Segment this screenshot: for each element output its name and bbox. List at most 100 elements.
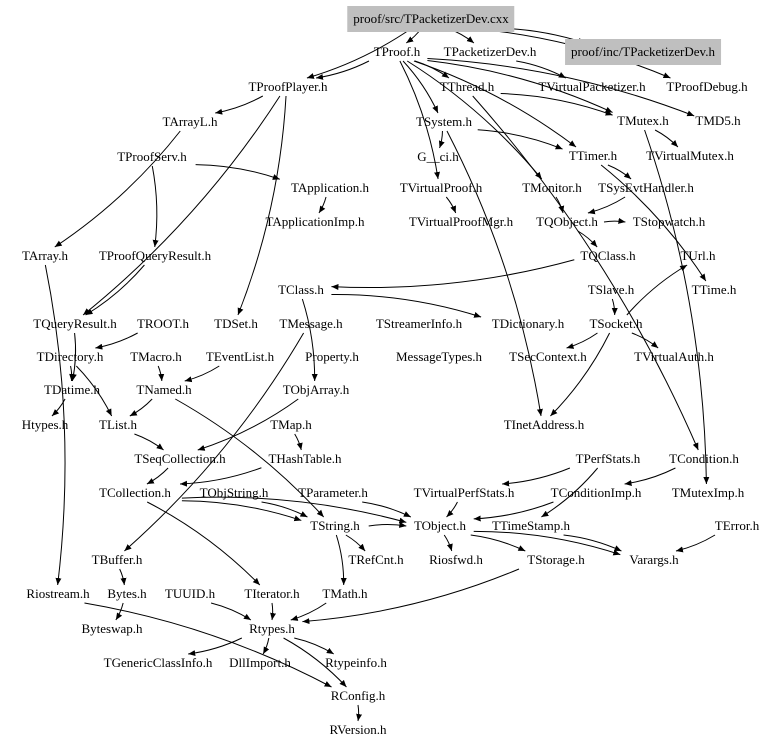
- graph-node[interactable]: TEventList.h: [205, 349, 275, 364]
- graph-node[interactable]: TQClass.h: [580, 248, 636, 263]
- graph-node[interactable]: TMessage.h: [279, 316, 343, 331]
- graph-node[interactable]: TStreamerInfo.h: [375, 316, 463, 331]
- graph-node[interactable]: TSystem.h: [416, 114, 472, 129]
- dependency-edge: [402, 60, 439, 114]
- graph-node[interactable]: TStopwatch.h: [632, 214, 706, 229]
- graph-node[interactable]: TMutex.h: [617, 113, 669, 128]
- graph-node[interactable]: TString.h: [310, 518, 360, 533]
- graph-node[interactable]: TTimer.h: [568, 148, 618, 163]
- graph-node[interactable]: TVirtualProof.h: [399, 180, 483, 195]
- dependency-edge: [356, 704, 363, 722]
- graph-node[interactable]: TVirtualPerfStats.h: [413, 485, 515, 500]
- graph-node[interactable]: TROOT.h: [136, 316, 190, 331]
- dependency-edge: [301, 298, 318, 382]
- graph-node[interactable]: TSlave.h: [587, 282, 635, 297]
- dependency-edge: [85, 264, 145, 316]
- graph-node[interactable]: G__ci.h: [417, 149, 459, 164]
- graph-node[interactable]: TObjArray.h: [282, 382, 350, 397]
- graph-node[interactable]: TProof.h: [373, 44, 421, 59]
- dependency-edge: [181, 500, 302, 522]
- graph-node[interactable]: TVirtualAuth.h: [634, 349, 714, 364]
- dependency-edge: [626, 264, 688, 316]
- graph-node[interactable]: MessageTypes.h: [395, 349, 483, 364]
- graph-node[interactable]: TMD5.h: [695, 113, 741, 128]
- graph-node[interactable]: TCondition.h: [669, 451, 739, 466]
- graph-node[interactable]: DllImport.h: [229, 655, 291, 670]
- dependency-edge: [129, 398, 153, 417]
- graph-node[interactable]: TSysEvtHandler.h: [598, 180, 694, 195]
- graph-node[interactable]: TError.h: [714, 518, 760, 533]
- dependency-edge: [438, 130, 445, 149]
- graph-node[interactable]: Property.h: [305, 349, 359, 364]
- graph-node[interactable]: RConfig.h: [330, 688, 386, 703]
- graph-node[interactable]: TDatime.h: [44, 382, 100, 397]
- graph-node[interactable]: TApplicationImp.h: [265, 214, 365, 229]
- dependency-edge: [563, 534, 622, 552]
- graph-node[interactable]: TSocket.h: [589, 316, 643, 331]
- graph-node[interactable]: TArray.h: [21, 248, 69, 263]
- graph-node[interactable]: TInetAddress.h: [503, 417, 585, 432]
- graph-node[interactable]: TApplication.h: [290, 180, 370, 195]
- graph-node[interactable]: RVersion.h: [329, 722, 387, 737]
- graph-node[interactable]: TMath.h: [322, 586, 368, 601]
- graph-node[interactable]: TStorage.h: [527, 552, 585, 567]
- graph-node[interactable]: TProofServ.h: [117, 149, 187, 164]
- graph-node[interactable]: TObjString.h: [199, 485, 269, 500]
- graph-node[interactable]: TThread.h: [439, 79, 495, 94]
- graph-node[interactable]: Riostream.h: [26, 586, 90, 601]
- graph-node[interactable]: Varargs.h: [629, 552, 679, 567]
- dependency-edge: [69, 365, 76, 382]
- dependency-edge: [427, 60, 613, 113]
- graph-node[interactable]: TVirtualPacketizer.h: [538, 79, 646, 94]
- graph-node[interactable]: Byteswap.h: [81, 621, 143, 636]
- graph-node[interactable]: TDirectory.h: [36, 349, 104, 364]
- graph-node[interactable]: TClass.h: [278, 282, 324, 297]
- graph-node[interactable]: TConditionImp.h: [550, 485, 642, 500]
- graph-node[interactable]: TGenericClassInfo.h: [103, 655, 213, 670]
- graph-node[interactable]: TProofQueryResult.h: [98, 248, 212, 263]
- graph-node[interactable]: TProofDebug.h: [666, 79, 748, 94]
- dependency-edge: [261, 501, 308, 518]
- graph-node[interactable]: TNamed.h: [136, 382, 192, 397]
- graph-node[interactable]: TArrayL.h: [162, 114, 218, 129]
- dependency-edge: [184, 365, 220, 383]
- graph-node[interactable]: TSecContext.h: [509, 349, 587, 364]
- graph-node[interactable]: TMutexImp.h: [671, 485, 745, 500]
- graph-node[interactable]: TDictionary.h: [491, 316, 565, 331]
- graph-node[interactable]: TParameter.h: [298, 485, 368, 500]
- graph-node[interactable]: TIterator.h: [244, 586, 300, 601]
- graph-node[interactable]: TUUID.h: [164, 586, 216, 601]
- dependency-edge: [84, 602, 332, 688]
- graph-node[interactable]: TObject.h: [413, 518, 467, 533]
- graph-node[interactable]: Rtypes.h: [249, 621, 295, 636]
- dependency-edge: [134, 433, 164, 451]
- graph-node[interactable]: TProofPlayer.h: [248, 79, 328, 94]
- graph-node[interactable]: TVirtualProofMgr.h: [408, 214, 514, 229]
- dependency-edge: [119, 568, 127, 586]
- graph-node[interactable]: TPerfStats.h: [575, 451, 641, 466]
- graph-node[interactable]: TVirtualMutex.h: [646, 148, 734, 163]
- graph-node[interactable]: TTimeStamp.h: [492, 518, 570, 533]
- dependency-edge: [51, 398, 66, 417]
- graph-node[interactable]: Bytes.h: [107, 586, 147, 601]
- graph-node[interactable]: TQObject.h: [536, 214, 598, 229]
- graph-node[interactable]: Riosfwd.h: [429, 552, 483, 567]
- graph-node[interactable]: Rtypeinfo.h: [325, 655, 387, 670]
- graph-node[interactable]: proof/src/TPacketizerDev.cxx: [347, 6, 515, 32]
- graph-node[interactable]: TTime.h: [691, 282, 737, 297]
- graph-node[interactable]: TMacro.h: [130, 349, 182, 364]
- graph-node[interactable]: TUrl.h: [680, 248, 716, 263]
- graph-node[interactable]: TMap.h: [270, 417, 312, 432]
- graph-node[interactable]: TPacketizerDev.h: [443, 44, 537, 59]
- graph-node[interactable]: proof/inc/TPacketizerDev.h: [565, 39, 721, 65]
- graph-node[interactable]: TQueryResult.h: [33, 316, 117, 331]
- graph-node[interactable]: TCollection.h: [99, 485, 171, 500]
- graph-node[interactable]: THashTable.h: [268, 451, 342, 466]
- graph-node[interactable]: Htypes.h: [21, 417, 69, 432]
- graph-node[interactable]: TSeqCollection.h: [134, 451, 226, 466]
- graph-node[interactable]: TBuffer.h: [91, 552, 143, 567]
- graph-node[interactable]: TMonitor.h: [522, 180, 582, 195]
- graph-node[interactable]: TList.h: [99, 417, 137, 432]
- graph-node[interactable]: TDSet.h: [214, 316, 258, 331]
- graph-node[interactable]: TRefCnt.h: [348, 552, 404, 567]
